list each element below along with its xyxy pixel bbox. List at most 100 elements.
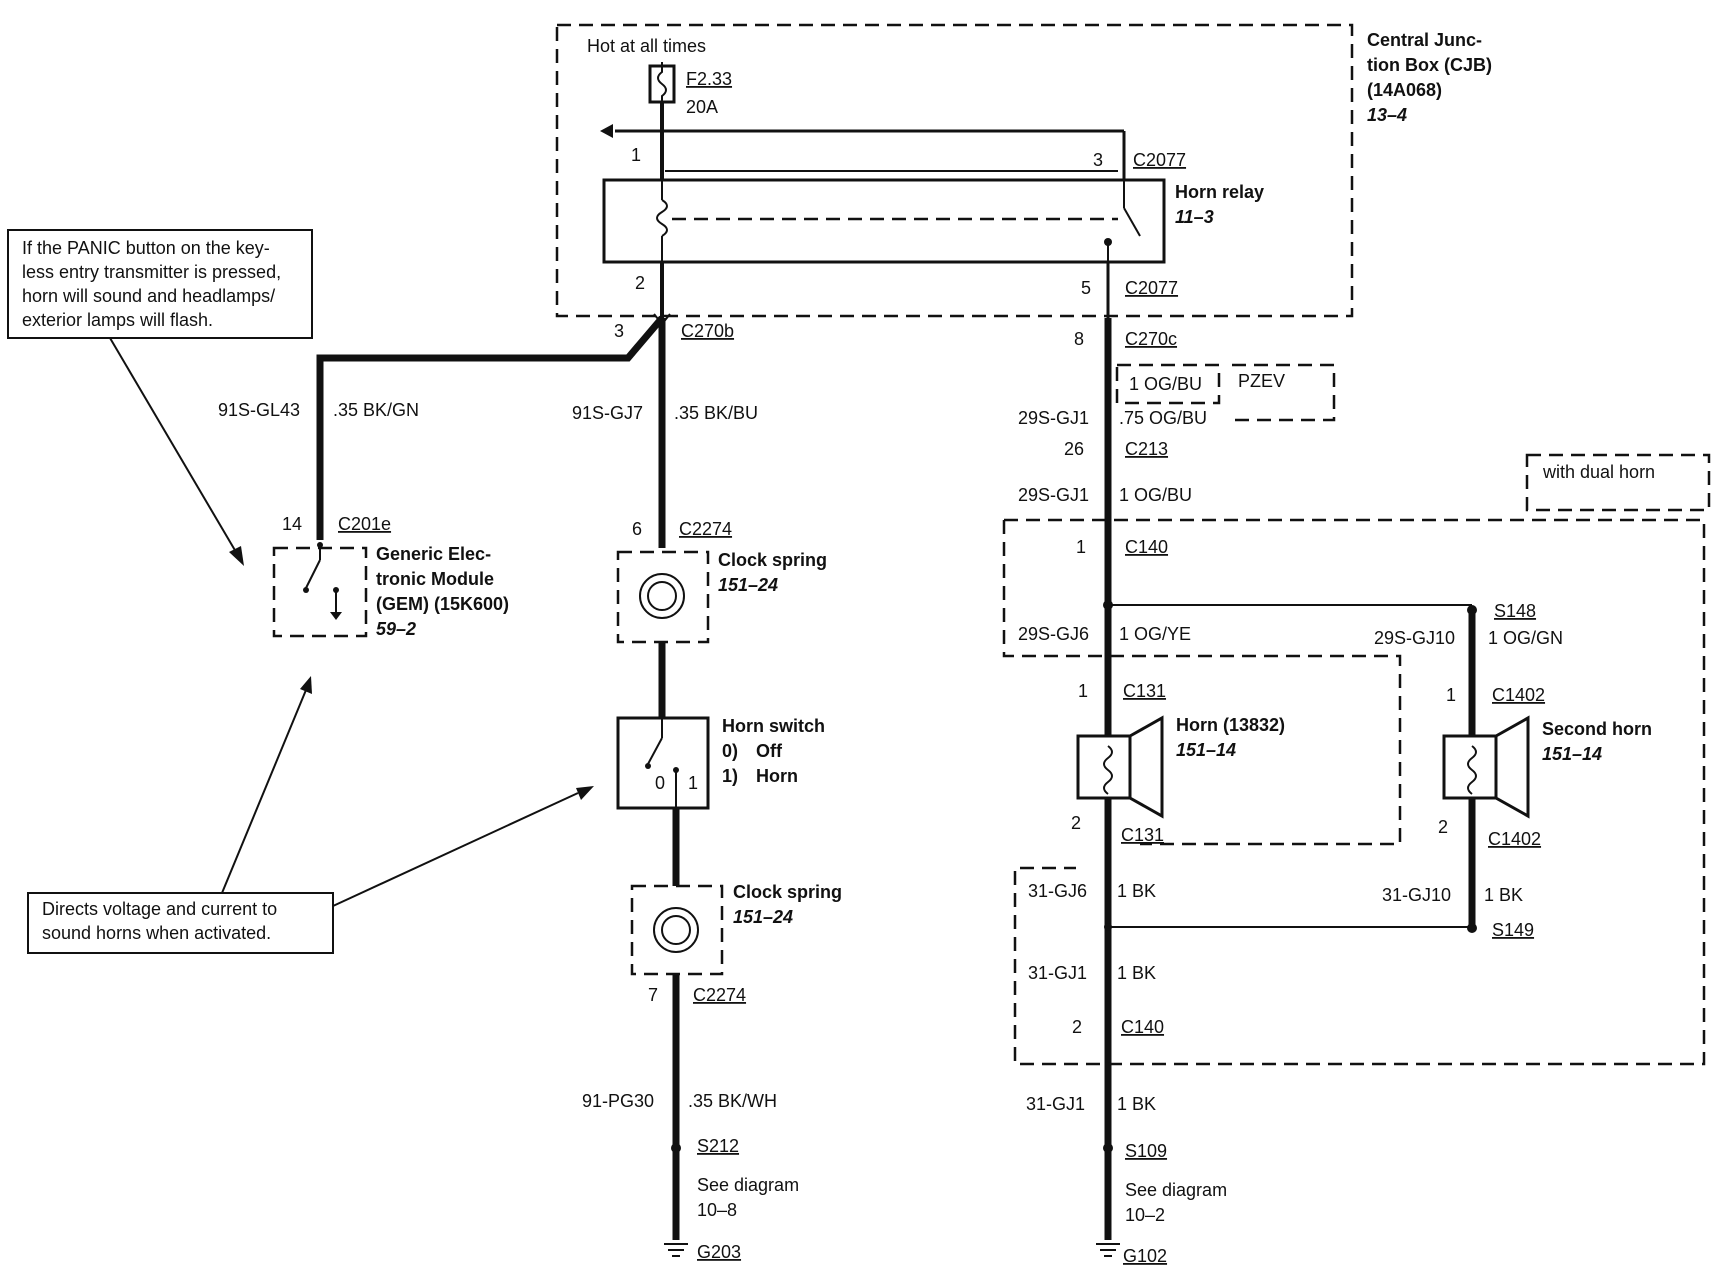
- gem-ref: 59–2: [376, 619, 416, 639]
- wire-og-gn: 1 OG/GN: [1488, 628, 1563, 648]
- clock-spring-2: [630, 884, 724, 976]
- c270c-connector: C270c: [1125, 329, 1177, 349]
- ground-circuit-left: 91-PG30: [582, 1091, 654, 1111]
- see-diagram-left: See diagram: [697, 1175, 799, 1195]
- central-junction-box: Hot at all times Central Junc- tion Box …: [555, 23, 1492, 318]
- splice-s148: S148: [1494, 601, 1536, 621]
- relay-switch-arm-icon: [1123, 207, 1141, 237]
- gnd-circuit-gj10: 31-GJ10: [1382, 885, 1451, 905]
- horn-switch-label: Horn switch: [722, 716, 825, 736]
- gem-switch-contact: [333, 587, 339, 593]
- c1402-pin-2: 2: [1438, 817, 1448, 837]
- splice-s149-dot: [1467, 923, 1477, 933]
- gem-wire-color: .35 BK/GN: [333, 400, 419, 420]
- panic-line-1: If the PANIC button on the key-: [22, 238, 270, 258]
- c213-pin: 26: [1064, 439, 1084, 459]
- clock-spring-1-ref: 151–24: [718, 575, 778, 595]
- cjb-title-line-2: tion Box (CJB): [1367, 55, 1492, 75]
- relay-pin-1: 1: [631, 145, 641, 165]
- gnd-circuit-gj6: 31-GJ6: [1028, 881, 1087, 901]
- c131-pin-1: 1: [1078, 681, 1088, 701]
- splice-s109-dot: [1103, 1143, 1113, 1153]
- gnd-wire-1: 1 BK: [1117, 881, 1156, 901]
- ground-icon: [1096, 1243, 1120, 1257]
- c131-pin-2: 2: [1071, 813, 1081, 833]
- panic-pointer-arrow-icon: [229, 546, 244, 566]
- c1402-pin-1: 1: [1446, 685, 1456, 705]
- c1402-top: C1402: [1492, 685, 1545, 705]
- right-branch: 8 C270c 1 OG/BU PZEV 29S-GJ1 .75 OG/BU 2…: [1002, 318, 1711, 1266]
- relay-pin-3: 3: [1093, 150, 1103, 170]
- switch-wire-color: .35 BK/BU: [674, 403, 758, 423]
- gem-module: [272, 542, 368, 638]
- horn-ref: 151–14: [1176, 740, 1236, 760]
- directs-pointer-to-switch: [332, 792, 579, 907]
- gnd-wire-2: 1 BK: [1484, 885, 1523, 905]
- cs2-pin: 7: [648, 985, 658, 1005]
- second-horn-name: Second horn: [1542, 719, 1652, 739]
- wire-75: .75 OG/BU: [1119, 408, 1207, 428]
- ground-icon: [664, 1243, 688, 1257]
- directs-line-2: sound horns when activated.: [42, 923, 271, 943]
- see-diagram-ref-left: 10–8: [697, 1200, 737, 1220]
- directs-callout: Directs voltage and current to sound hor…: [27, 676, 594, 954]
- dual-horn-region-inner: [1002, 520, 1402, 846]
- directs-callout-box: [27, 892, 334, 954]
- horn-switch-state-0-num: 0): [722, 741, 738, 761]
- gem-line-1: Generic Elec-: [376, 544, 491, 564]
- horn-speaker-icon: [1076, 715, 1164, 819]
- gnd-wire-3: 1 BK: [1117, 963, 1156, 983]
- second-horn-coil: [1467, 745, 1477, 795]
- gem-switch-pivot: [303, 587, 309, 593]
- see-diagram-ref-right: 10–2: [1125, 1205, 1165, 1225]
- gem-switch-arm-icon: [305, 559, 321, 589]
- ground-g102: G102: [1123, 1246, 1167, 1266]
- clock-spring-1-boundary: [616, 550, 710, 644]
- second-horn-cone: [1494, 715, 1530, 819]
- horn-switch-state-1-label: Horn: [756, 766, 798, 786]
- clock-spring-1-inner-icon: [647, 581, 677, 611]
- horn-switch-pos-1: 1: [688, 773, 698, 793]
- c270c-pin: 8: [1074, 329, 1084, 349]
- gem-line-3: (GEM) (15K600): [376, 594, 509, 614]
- horn-cone: [1128, 715, 1164, 819]
- gnd-wire-4: 1 BK: [1117, 1094, 1156, 1114]
- dual-horn-region-outer: [1004, 518, 1706, 1066]
- horn-switch-body: [616, 716, 710, 810]
- fuse-element: [657, 62, 667, 106]
- horn-switch-arm-icon: [647, 737, 663, 765]
- directs-line-1: Directs voltage and current to: [42, 899, 277, 919]
- horn-coil: [1103, 745, 1113, 795]
- c213-connector: C213: [1125, 439, 1168, 459]
- left-branch: 3 C270b 91S-GL43 .35 BK/GN 14 C201e Gene…: [218, 313, 842, 1262]
- see-diagram-right: See diagram: [1125, 1180, 1227, 1200]
- gem-line-2: tronic Module: [376, 569, 494, 589]
- fuse-rating: 20A: [686, 97, 718, 117]
- relay-pin-5: 5: [1081, 278, 1091, 298]
- horn-relay: [602, 178, 1166, 264]
- clock-spring-2-outer-icon: [653, 907, 699, 953]
- directs-pointer-to-gem: [221, 689, 307, 894]
- cs2-connector: C2274: [693, 985, 746, 1005]
- c270b-pin: 3: [614, 321, 624, 341]
- hot-at-all-times-label: Hot at all times: [587, 36, 706, 56]
- clock-spring-2-inner-icon: [661, 915, 691, 945]
- panic-callout: If the PANIC button on the key- less ent…: [7, 229, 313, 566]
- fuse-id: F2.33: [686, 69, 732, 89]
- panic-line-4: exterior lamps will flash.: [22, 310, 213, 330]
- panic-line-2: less entry transmitter is pressed,: [22, 262, 281, 282]
- wire-og-ye: 1 OG/YE: [1119, 624, 1191, 644]
- clock-spring-2-boundary: [630, 884, 724, 976]
- switch-circuit: 91S-GJ7: [572, 403, 643, 423]
- c1402-bottom: C1402: [1488, 829, 1541, 849]
- cjb-boundary: [555, 23, 1354, 318]
- clock-spring-1: [616, 550, 710, 644]
- gnd-circuit-gj1-b: 31-GJ1: [1026, 1094, 1085, 1114]
- directs-arrow-right-icon: [576, 786, 594, 800]
- horn-name: Horn (13832): [1176, 715, 1285, 735]
- gem-wire: [316, 315, 665, 540]
- gnd-circuit-gj1: 31-GJ1: [1028, 963, 1087, 983]
- second-horn-ref: 151–14: [1542, 744, 1602, 764]
